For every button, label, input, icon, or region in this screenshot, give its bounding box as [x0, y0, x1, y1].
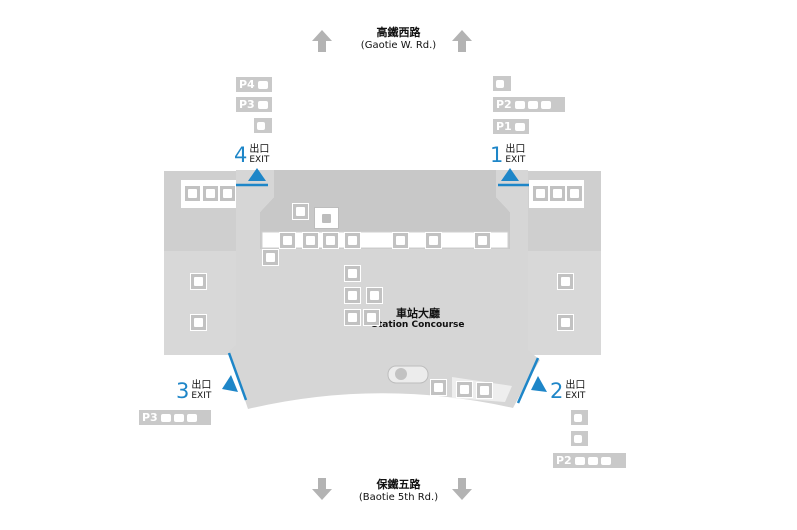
exit-2-en: EXIT	[565, 391, 586, 401]
family-restroom-icon	[219, 185, 236, 202]
parking-p1-label: P1	[496, 120, 512, 133]
parking-p4-tile: P4	[236, 77, 272, 92]
station-concourse-area	[228, 170, 540, 409]
car-icon	[257, 80, 268, 89]
restroom-icon	[425, 232, 442, 249]
parking-p2-exit2-tile: P2	[553, 453, 626, 468]
triangle-up-icon	[248, 168, 266, 181]
exit-1-number: 1	[490, 143, 504, 167]
accessible-icon	[549, 185, 566, 202]
restroom-icon	[532, 185, 549, 202]
drinking-water-icon	[322, 232, 339, 249]
triangle-up-icon	[222, 375, 238, 392]
exit-4-en: EXIT	[249, 155, 270, 165]
parking-p3-label: P3	[239, 98, 255, 111]
taxi-icon	[574, 434, 582, 443]
exit-2-zh: 出口	[565, 380, 586, 391]
drop-off-icon	[496, 79, 504, 88]
atm-icon	[262, 249, 279, 266]
car-icon	[257, 100, 268, 109]
stairs-icon	[344, 309, 361, 326]
car-icon	[514, 100, 525, 109]
drop-off-icon	[257, 121, 265, 130]
ticket-office-icon	[302, 232, 319, 249]
drop-off-tile	[254, 118, 272, 133]
car-icon	[160, 413, 171, 422]
bicycle-icon	[540, 100, 551, 109]
parking-p4-label: P4	[239, 78, 255, 91]
restroom-icon	[184, 185, 201, 202]
exit-3-number: 3	[176, 379, 190, 403]
restaurant-icon	[190, 314, 207, 331]
telephone-icon	[344, 287, 361, 304]
south-road-name-en: (Baotie 5th Rd.)	[358, 492, 439, 503]
triangle-up-icon	[501, 168, 519, 181]
bus-icon	[574, 413, 582, 422]
ticket-machine-icon	[474, 232, 491, 249]
motorcycle-icon	[527, 100, 538, 109]
upper-platform-area	[260, 170, 510, 249]
service-counter-icon	[392, 232, 409, 249]
concourse-label: 車站大廳 Station Concourse	[358, 307, 478, 331]
escalator-icon	[366, 287, 383, 304]
gift-shop-icon	[190, 273, 207, 290]
north-road-name-zh: 高鐵西路	[376, 26, 421, 39]
parking-p3-exit3-tile: P3	[139, 410, 211, 425]
locker-icon	[279, 232, 296, 249]
drop-off-icon	[186, 413, 197, 422]
gift-shop-icon	[557, 273, 574, 290]
exit-3-line	[227, 352, 248, 401]
restaurant-icon	[557, 314, 574, 331]
exit-3-en: EXIT	[191, 391, 212, 401]
bus-tile	[571, 410, 588, 425]
gift-shop-icon	[363, 309, 380, 326]
lost-and-found-icon	[292, 203, 309, 220]
drop-off-tile	[493, 76, 511, 91]
motorcycle-icon	[587, 456, 598, 465]
parking-p3-tile: P3	[236, 97, 272, 112]
concourse-name-en: Station Concourse	[371, 320, 465, 330]
bicycle-icon	[600, 456, 611, 465]
parking-p3-exit3-label: P3	[142, 411, 158, 424]
exit-2-number: 2	[550, 379, 564, 403]
arrow-up-icon	[312, 30, 472, 52]
ticket-machine-icon	[344, 232, 361, 249]
exit-2-line	[516, 357, 540, 404]
exit-4-zh: 出口	[249, 144, 270, 155]
south-road-name-zh: 保鐵五路	[376, 478, 421, 491]
car-icon	[514, 122, 525, 131]
exit-4-number: 4	[234, 143, 248, 167]
gift-shop-icon	[344, 265, 361, 282]
arrow-down-icon	[312, 478, 472, 500]
first-aid-icon	[314, 207, 339, 229]
parking-p2-exit2-label: P2	[556, 454, 572, 467]
exit-3-zh: 出口	[191, 380, 212, 391]
family-restroom-icon	[566, 185, 583, 202]
taxi-icon	[456, 381, 473, 398]
parking-p2-tile: P2	[493, 97, 565, 112]
car-icon	[173, 413, 184, 422]
elevator-icon	[430, 379, 447, 396]
exit-1-en: EXIT	[505, 155, 526, 165]
concourse-name-zh: 車站大廳	[396, 307, 440, 320]
parking-p2-label: P2	[496, 98, 512, 111]
exit-1-zh: 出口	[505, 144, 526, 155]
parking-p1-tile: P1	[493, 119, 529, 134]
taxi-tile	[571, 431, 588, 446]
triangle-up-icon	[531, 376, 547, 392]
car-icon	[574, 456, 585, 465]
accessible-icon	[202, 185, 219, 202]
north-road-name-en: (Gaotie W. Rd.)	[360, 40, 437, 51]
south-road-label: 保鐵五路 (Baotie 5th Rd.)	[0, 478, 797, 504]
north-road-label: 高鐵西路 (Gaotie W. Rd.)	[0, 26, 797, 52]
clock-icon	[476, 382, 493, 399]
